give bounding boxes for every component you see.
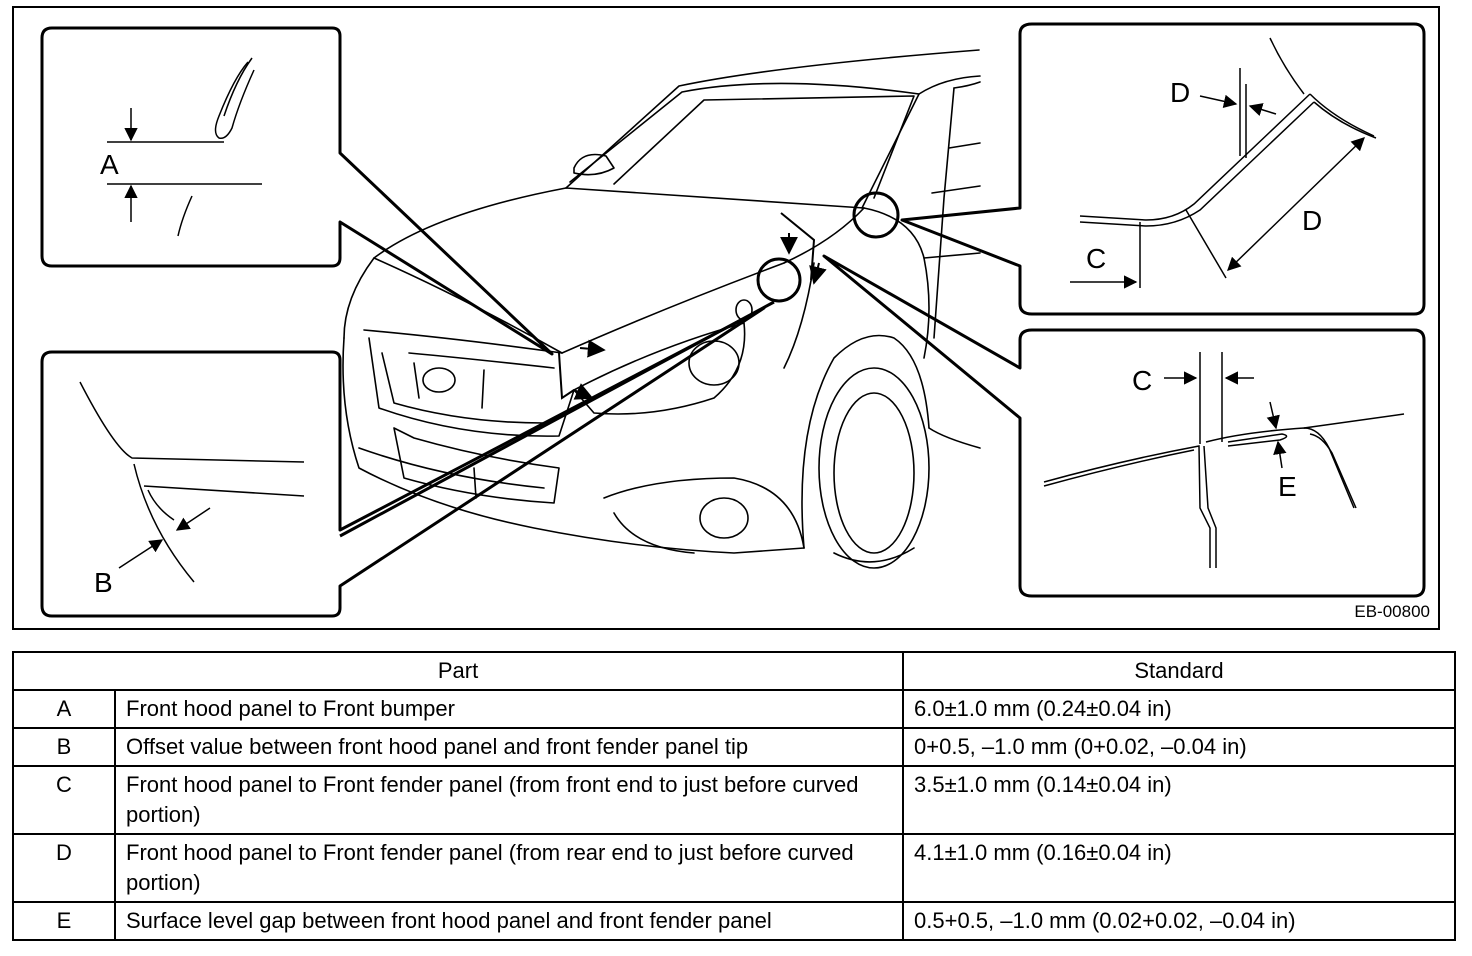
table-row: A Front hood panel to Front bumper 6.0±1… (12, 689, 1457, 729)
diagram-figure: A B (12, 6, 1440, 630)
car-hood-clearance-diagram: A B (40, 22, 1426, 618)
table-row: D Front hood panel to Front fender panel… (12, 833, 1457, 903)
detail-a-lines (107, 57, 262, 237)
callout-box-cd (900, 22, 1426, 316)
header-part: Part (11, 651, 905, 691)
row-key: A (12, 689, 116, 729)
callout-box-ce (822, 254, 1426, 598)
row-standard: 0+0.5, –1.0 mm (0+0.02, –0.04 in) (902, 727, 1457, 767)
table-header-row: Part Standard (11, 651, 1457, 691)
row-key: B (12, 727, 116, 767)
row-part: Front hood panel to Front fender panel (… (113, 833, 905, 903)
table-row: B Offset value between front hood panel … (12, 727, 1457, 767)
row-standard: 0.5+0.5, –1.0 mm (0.02+0.02, –0.04 in) (902, 901, 1457, 941)
callout-box-a (40, 26, 554, 356)
car-outline (342, 49, 981, 569)
row-part: Front hood panel to Front fender panel (… (113, 765, 905, 835)
row-part: Surface level gap between front hood pan… (113, 901, 905, 941)
detail-circles (756, 191, 900, 303)
row-standard: 3.5±1.0 mm (0.14±0.04 in) (902, 765, 1457, 835)
detail-ce-lines (1043, 352, 1405, 568)
table-row: C Front hood panel to Front fender panel… (12, 765, 1457, 835)
label-b: B (94, 567, 113, 598)
label-d-large: D (1302, 205, 1322, 236)
detail-b-lines (79, 381, 305, 583)
label-e: E (1278, 471, 1297, 502)
label-d-small: D (1170, 77, 1190, 108)
row-key: E (12, 901, 116, 941)
row-standard: 6.0±1.0 mm (0.24±0.04 in) (902, 689, 1457, 729)
row-standard: 4.1±1.0 mm (0.16±0.04 in) (902, 833, 1457, 903)
row-part: Offset value between front hood panel an… (113, 727, 905, 767)
detail-cd-lines (1070, 37, 1377, 289)
row-key: C (12, 765, 116, 835)
label-c-bottom: C (1132, 365, 1152, 396)
car-gap-arrows (558, 212, 827, 400)
table-row: E Surface level gap between front hood p… (12, 901, 1457, 941)
label-a: A (100, 149, 119, 180)
row-part: Front hood panel to Front bumper (113, 689, 905, 729)
header-standard: Standard (902, 651, 1457, 691)
figure-id: EB-00800 (1354, 602, 1430, 621)
label-c-top: C (1086, 243, 1106, 274)
callout-box-b (40, 300, 775, 618)
row-key: D (12, 833, 116, 903)
spec-table: Part Standard A Front hood panel to Fron… (11, 651, 1457, 941)
